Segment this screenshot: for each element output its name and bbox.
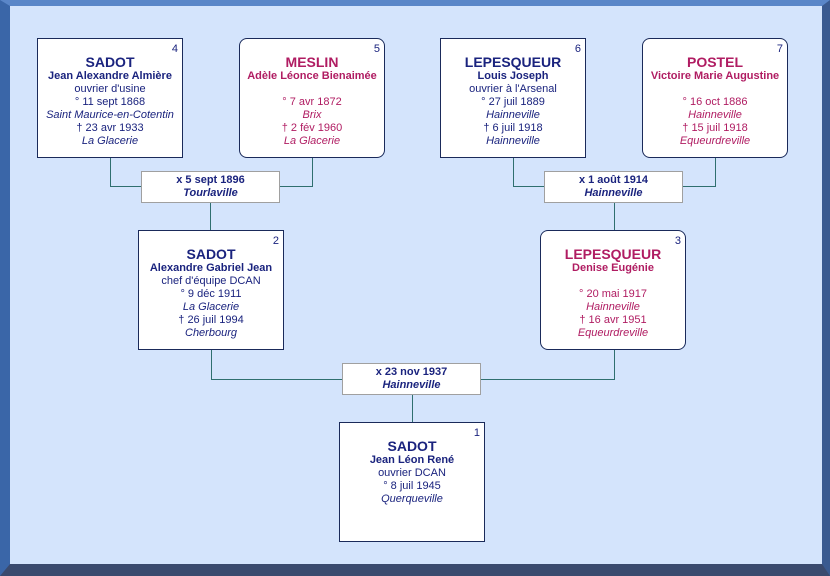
birth-date: ° 8 juil 1945 bbox=[383, 480, 441, 492]
surname: POSTEL bbox=[686, 54, 743, 70]
person-number: 7 bbox=[776, 43, 783, 55]
marriage-place: Hainneville bbox=[584, 187, 643, 199]
birth-place: Hainneville bbox=[688, 109, 742, 121]
connector bbox=[110, 158, 111, 187]
death-date: † 2 fév 1960 bbox=[281, 122, 343, 134]
occupation bbox=[240, 83, 384, 96]
occupation bbox=[541, 275, 685, 288]
surname: LEPESQUEUR bbox=[464, 54, 562, 70]
birth-date: ° 27 juil 1889 bbox=[481, 96, 545, 108]
birth-place: La Glacerie bbox=[182, 301, 240, 313]
person-number: 4 bbox=[171, 43, 178, 55]
person-number: 6 bbox=[574, 43, 581, 55]
surname: SADOT bbox=[387, 438, 437, 454]
birth-date: ° 11 sept 1868 bbox=[74, 96, 146, 108]
birth-place: Querqueville bbox=[381, 493, 443, 505]
death-place: La Glacerie bbox=[81, 135, 139, 147]
connector bbox=[715, 158, 716, 187]
connector bbox=[513, 186, 544, 187]
given-names: Denise Eugénie bbox=[572, 262, 654, 274]
occupation bbox=[643, 83, 787, 96]
connector bbox=[513, 158, 514, 187]
given-names: Jean Alexandre Almière bbox=[48, 70, 172, 82]
occupation: ouvrier à l'Arsenal bbox=[469, 83, 557, 95]
death-place bbox=[340, 519, 484, 532]
death-date bbox=[340, 506, 484, 519]
surname: SADOT bbox=[186, 246, 236, 262]
marriage-date: x 1 août 1914 bbox=[578, 174, 649, 186]
connector bbox=[614, 202, 615, 230]
connector bbox=[481, 379, 615, 380]
person-number: 1 bbox=[473, 427, 480, 439]
connector bbox=[210, 202, 211, 230]
connector bbox=[211, 350, 212, 380]
connector bbox=[211, 379, 342, 380]
occupation: ouvrier DCAN bbox=[378, 467, 446, 479]
death-place: Cherbourg bbox=[185, 327, 237, 339]
connector bbox=[412, 394, 413, 422]
birth-date: ° 20 mai 1917 bbox=[579, 288, 647, 300]
birth-date: ° 7 avr 1872 bbox=[282, 96, 342, 108]
connector bbox=[312, 158, 313, 187]
given-names: Adèle Léonce Bienaimée bbox=[247, 70, 377, 82]
death-date: † 16 avr 1951 bbox=[579, 314, 647, 326]
connector bbox=[682, 186, 716, 187]
person-number: 5 bbox=[373, 43, 380, 55]
birth-date: ° 16 oct 1886 bbox=[682, 96, 748, 108]
person-number: 2 bbox=[272, 235, 279, 247]
given-names: Alexandre Gabriel Jean bbox=[149, 262, 273, 274]
marriage-date: x 5 sept 1896 bbox=[176, 174, 245, 186]
birth-place: Saint Maurice-en-Cotentin bbox=[46, 109, 174, 121]
marriage-date: x 23 nov 1937 bbox=[375, 366, 448, 378]
given-names: Jean Léon René bbox=[369, 454, 455, 466]
connector bbox=[279, 186, 313, 187]
birth-place: Brix bbox=[302, 109, 322, 121]
death-place: Equeurdreville bbox=[577, 327, 649, 339]
surname: SADOT bbox=[85, 54, 135, 70]
birth-date: ° 9 déc 1911 bbox=[180, 288, 242, 300]
surname: MESLIN bbox=[285, 54, 339, 70]
person-number: 3 bbox=[674, 235, 681, 247]
occupation: ouvrier d'usine bbox=[74, 83, 146, 95]
connector bbox=[614, 350, 615, 380]
surname: LEPESQUEUR bbox=[564, 246, 662, 262]
death-place: Hainneville bbox=[486, 135, 540, 147]
death-date: † 26 juil 1994 bbox=[178, 314, 244, 326]
death-date: † 6 juil 1918 bbox=[483, 122, 543, 134]
death-date: † 23 avr 1933 bbox=[76, 122, 144, 134]
death-place: La Glacerie bbox=[283, 135, 341, 147]
connector bbox=[110, 186, 141, 187]
death-place: Equeurdreville bbox=[679, 135, 751, 147]
occupation: chef d'équipe DCAN bbox=[161, 275, 261, 287]
given-names: Louis Joseph bbox=[477, 70, 549, 82]
death-date: † 15 juil 1918 bbox=[682, 122, 748, 134]
birth-place: Hainneville bbox=[486, 109, 540, 121]
given-names: Victoire Marie Augustine bbox=[650, 70, 780, 82]
birth-place: Hainneville bbox=[586, 301, 640, 313]
marriage-place: Hainneville bbox=[382, 379, 441, 391]
marriage-place: Tourlaville bbox=[183, 187, 238, 199]
